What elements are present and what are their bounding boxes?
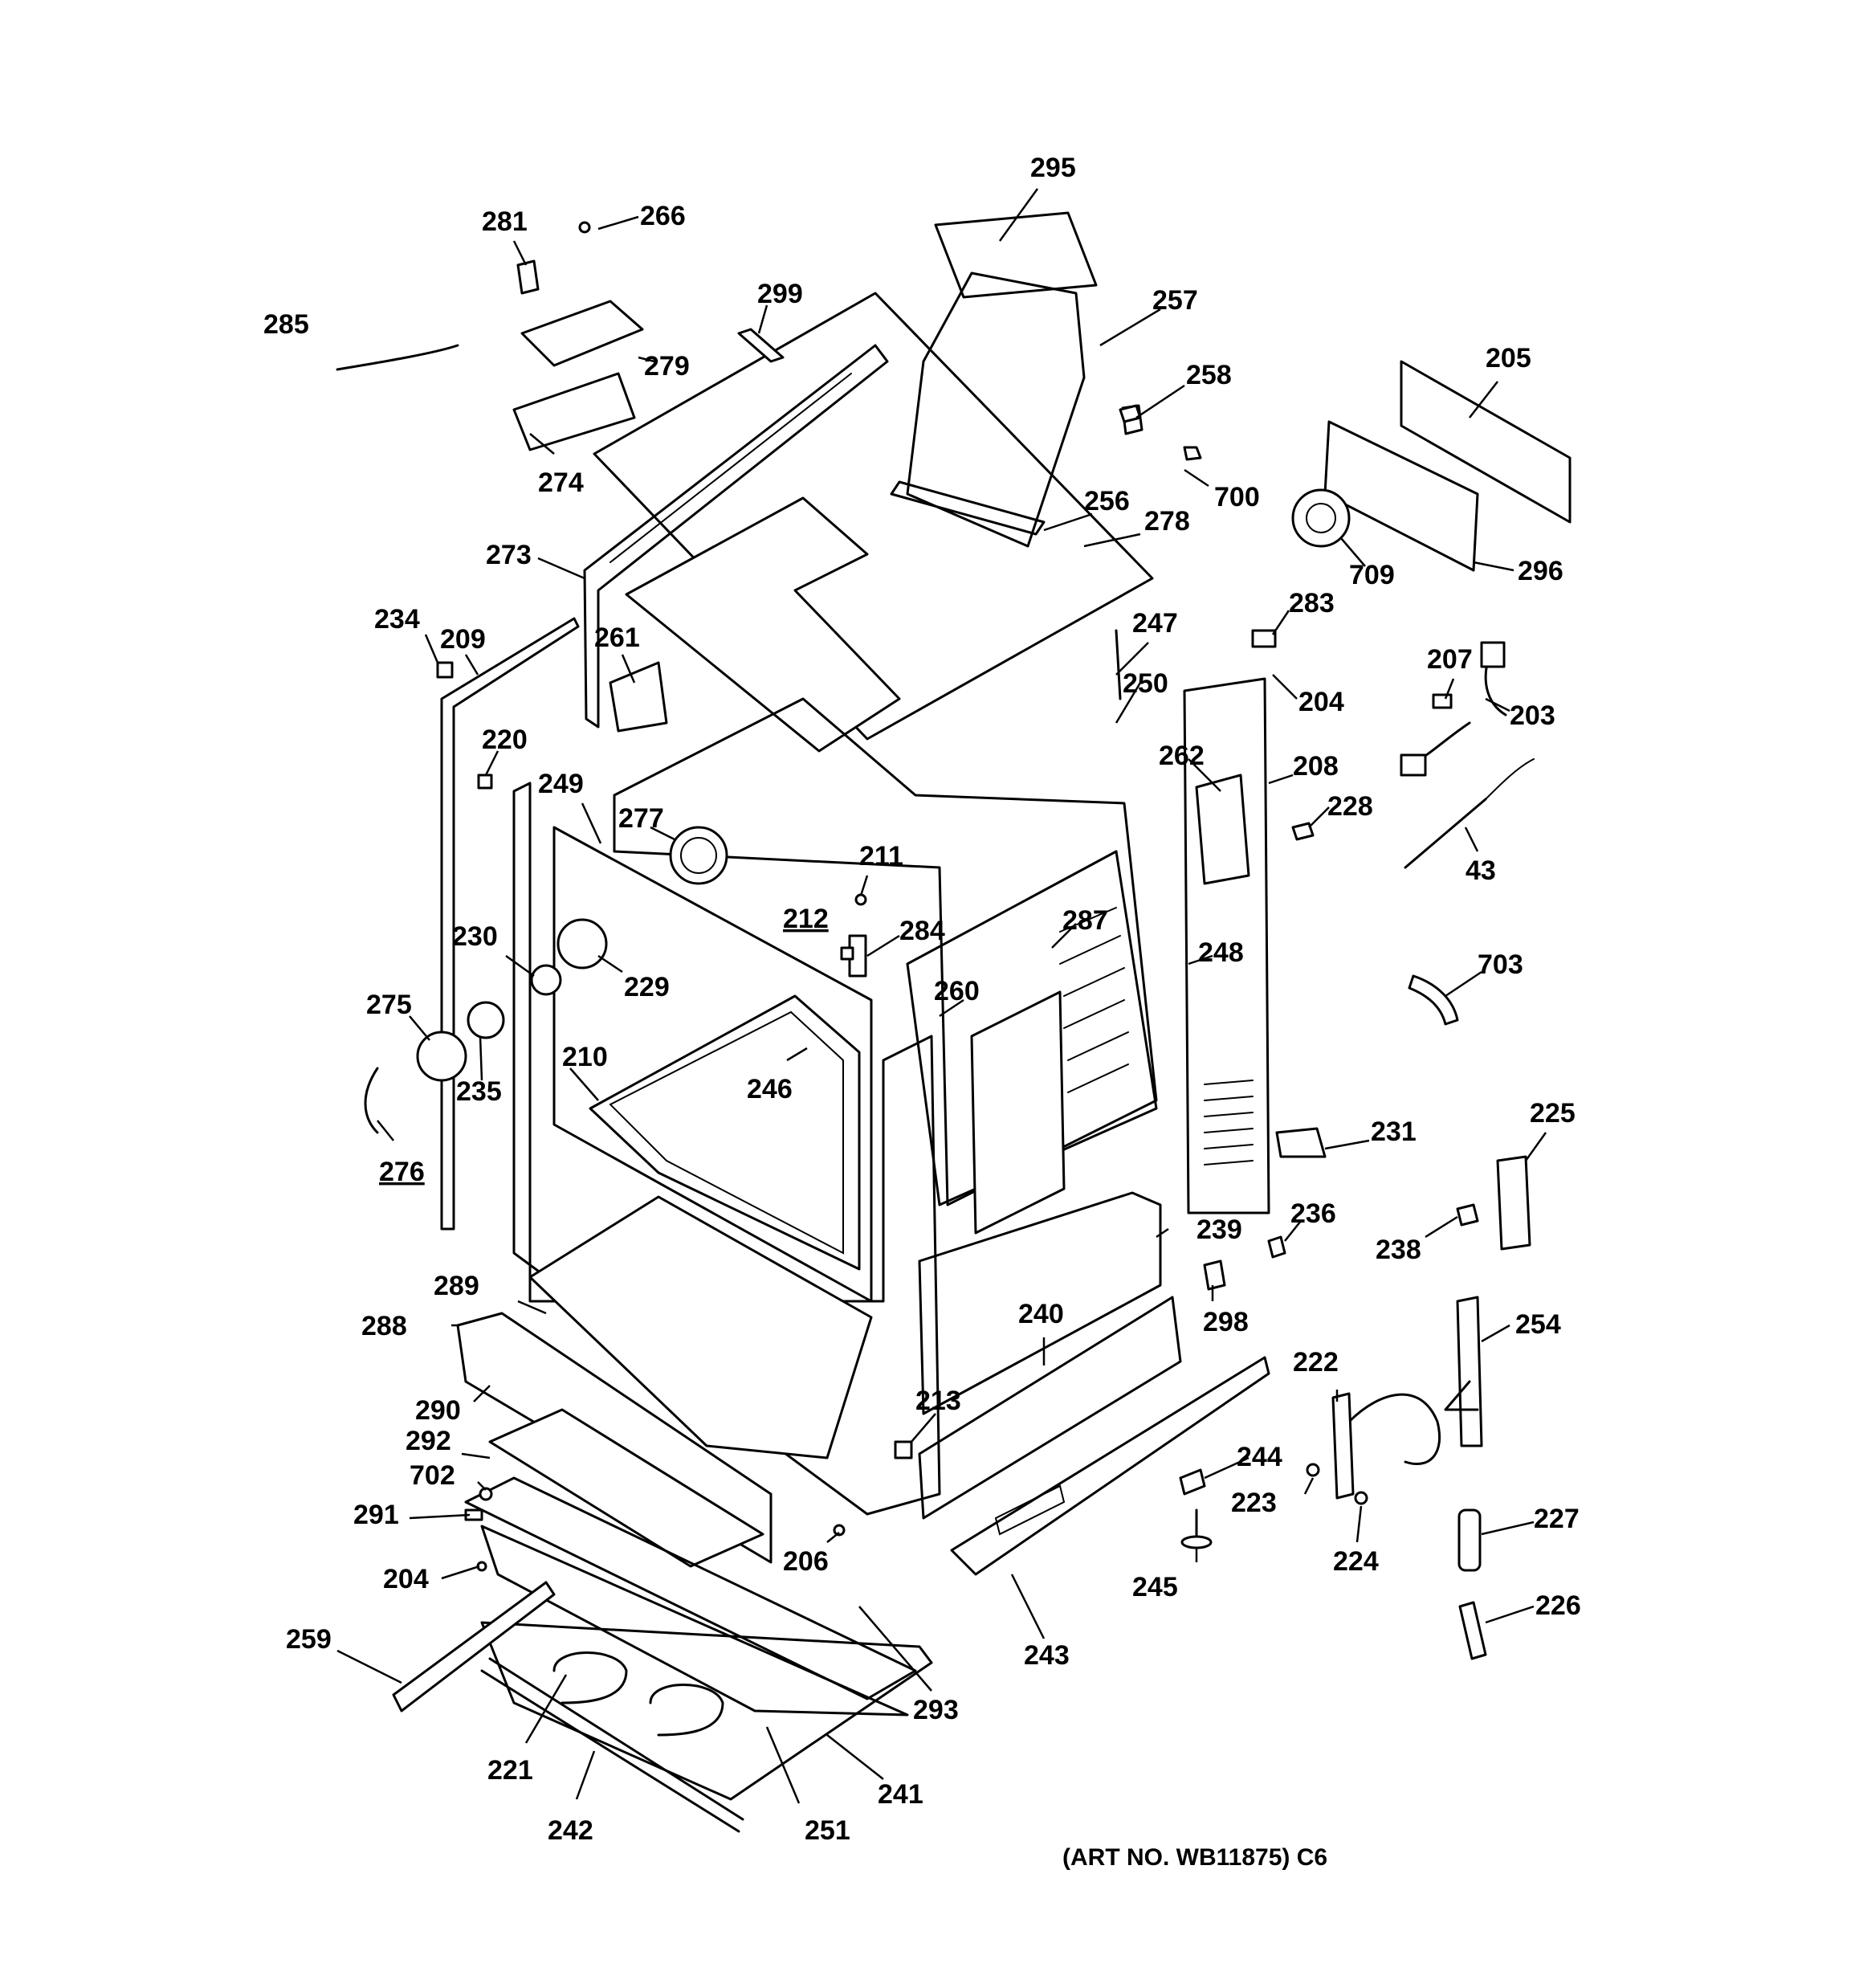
callout-298: 298 [1203, 1307, 1249, 1337]
callout-703: 703 [1478, 949, 1523, 980]
callout-700: 700 [1214, 482, 1260, 512]
callout-250: 250 [1123, 668, 1168, 699]
callout-234: 234 [374, 604, 420, 635]
callout-205: 205 [1486, 343, 1531, 374]
callout-207: 207 [1427, 644, 1473, 675]
callout-287: 287 [1062, 905, 1108, 936]
callout-211: 211 [859, 841, 903, 872]
callout-243: 243 [1024, 1640, 1070, 1671]
callout-702: 702 [410, 1460, 455, 1491]
callout-273: 273 [486, 540, 532, 570]
callout-239: 239 [1196, 1214, 1242, 1245]
callout-275: 275 [366, 990, 412, 1020]
callout-242: 242 [548, 1815, 593, 1846]
callout-labels: 295 281 266 299 257 285 279 258 205 274 … [263, 153, 1581, 1871]
callout-274: 274 [538, 467, 584, 498]
callout-261: 261 [594, 623, 640, 653]
callout-209: 209 [440, 624, 486, 655]
callout-221: 221 [487, 1755, 533, 1786]
callout-206: 206 [783, 1546, 829, 1577]
callout-231: 231 [1371, 1116, 1417, 1147]
callout-247: 247 [1132, 608, 1178, 639]
callout-43: 43 [1466, 855, 1496, 886]
callout-246: 246 [747, 1074, 793, 1104]
callout-260: 260 [934, 976, 980, 1006]
callout-278: 278 [1144, 506, 1190, 537]
art-number-caption: (ART NO. WB11875) C6 [1062, 1844, 1327, 1871]
callout-277: 277 [618, 803, 664, 834]
callout-281: 281 [482, 206, 528, 237]
callout-262: 262 [1159, 741, 1205, 771]
callout-257: 257 [1152, 285, 1198, 316]
callout-254: 254 [1515, 1309, 1561, 1340]
callout-258: 258 [1186, 360, 1232, 390]
callout-283: 283 [1289, 588, 1335, 618]
callout-235: 235 [456, 1076, 502, 1107]
callout-238: 238 [1376, 1235, 1421, 1265]
callout-204b: 204 [383, 1564, 429, 1594]
callout-290: 290 [415, 1395, 461, 1426]
callout-251: 251 [805, 1815, 850, 1846]
callout-203: 203 [1510, 700, 1555, 731]
callout-291: 291 [353, 1500, 399, 1530]
callout-213: 213 [915, 1386, 961, 1416]
callout-293: 293 [913, 1695, 959, 1725]
callout-223: 223 [1231, 1488, 1277, 1518]
callout-236: 236 [1290, 1198, 1336, 1229]
callout-224: 224 [1333, 1546, 1379, 1577]
callout-225: 225 [1530, 1098, 1576, 1129]
callout-229: 229 [624, 972, 670, 1002]
callout-204a: 204 [1298, 687, 1344, 717]
callout-222: 222 [1293, 1347, 1339, 1378]
callout-230: 230 [452, 921, 498, 952]
callout-296: 296 [1518, 556, 1563, 586]
callout-212: 212 [783, 904, 829, 934]
callout-241: 241 [878, 1779, 923, 1810]
callout-279: 279 [644, 351, 690, 382]
callout-227: 227 [1534, 1504, 1580, 1534]
callout-266: 266 [640, 201, 686, 231]
callout-249: 249 [538, 769, 584, 799]
callout-292: 292 [406, 1426, 451, 1456]
callout-299: 299 [757, 279, 803, 309]
callout-289: 289 [434, 1271, 479, 1301]
callout-259: 259 [286, 1624, 332, 1655]
oven-cabinet-drawing [336, 211, 1572, 1833]
callout-276: 276 [379, 1157, 425, 1187]
callout-256: 256 [1084, 486, 1130, 516]
leader-lines [336, 188, 1547, 1804]
callout-208: 208 [1293, 751, 1339, 782]
callout-245: 245 [1132, 1572, 1178, 1602]
callout-284: 284 [899, 916, 945, 946]
callout-248: 248 [1198, 937, 1244, 968]
callout-288: 288 [361, 1311, 407, 1341]
callout-210: 210 [562, 1042, 608, 1072]
callout-285: 285 [263, 309, 309, 340]
callout-295: 295 [1030, 153, 1076, 183]
callout-244: 244 [1237, 1442, 1282, 1472]
callout-709: 709 [1349, 560, 1395, 590]
callout-240: 240 [1018, 1299, 1064, 1329]
callout-226: 226 [1535, 1590, 1581, 1621]
callout-228: 228 [1327, 791, 1373, 822]
callout-220: 220 [482, 725, 528, 755]
